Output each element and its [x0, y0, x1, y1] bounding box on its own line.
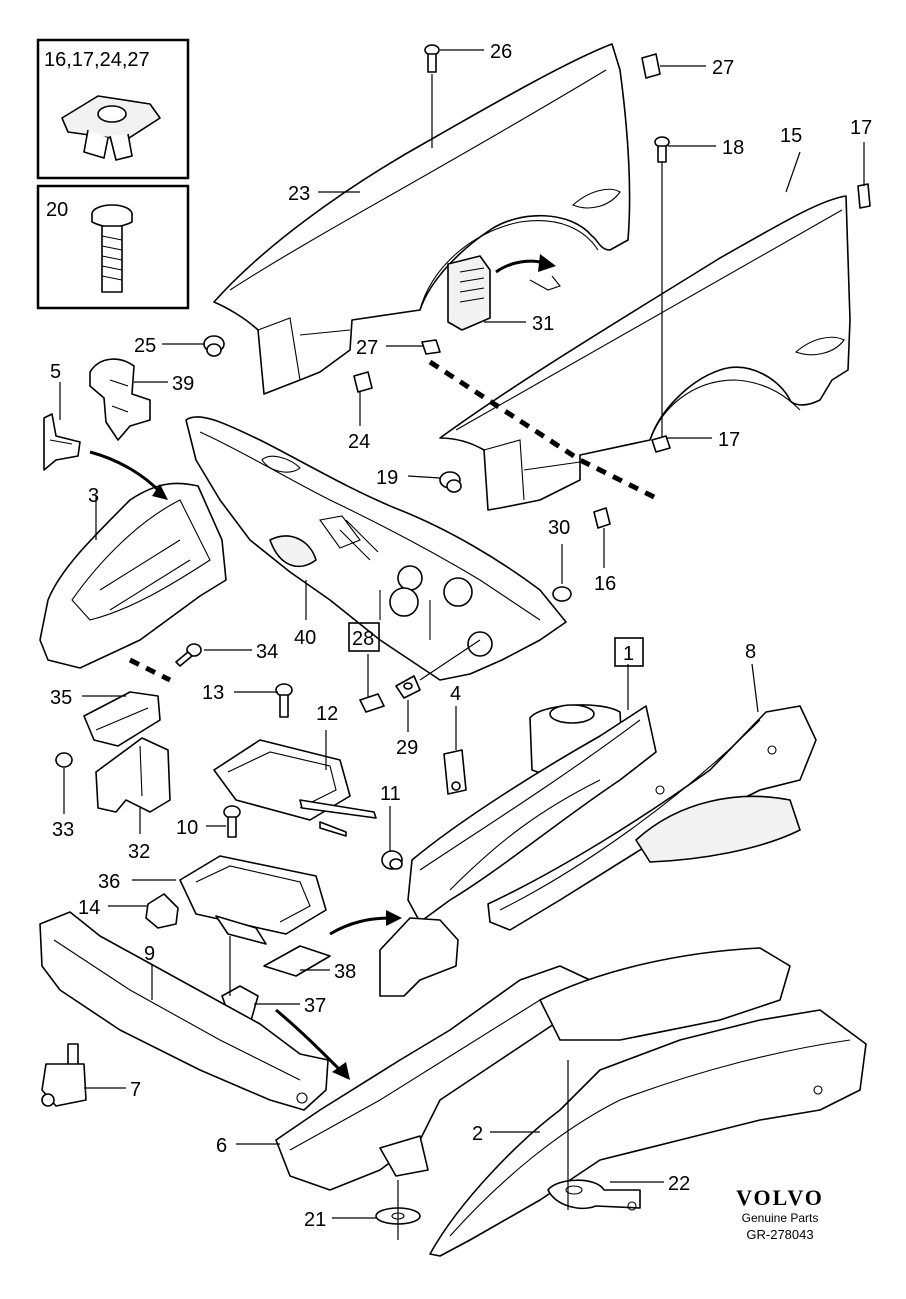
splash-shield: [39, 450, 227, 669]
callout-30: 30: [548, 517, 570, 539]
callout-3: 3: [88, 485, 99, 507]
callout-25: 25: [134, 335, 156, 357]
callout-27: 27: [712, 57, 734, 79]
bolt-10: [223, 805, 241, 838]
callout-17: 17: [850, 117, 872, 139]
grommet-19: [439, 471, 462, 493]
callout-32: 32: [128, 841, 150, 863]
callout-22: 22: [668, 1173, 690, 1195]
bracket-35: [83, 691, 161, 747]
callout-8: 8: [745, 641, 756, 663]
callout-4: 4: [450, 683, 461, 705]
callout-37: 37: [304, 995, 326, 1017]
callout-36: 36: [98, 871, 120, 893]
bolt-18: [654, 136, 670, 163]
front-wing-right: [439, 195, 851, 511]
side-member-8: [487, 705, 817, 931]
brand-block: VOLVO Genuine Parts GR-278043: [724, 1186, 836, 1244]
callout-31: 31: [532, 313, 554, 335]
bracket-5: [43, 413, 81, 471]
callout-34: 34: [256, 641, 278, 663]
callout-18: 18: [722, 137, 744, 159]
clip-17-top: [857, 183, 871, 209]
callout-labels: 26 27 18 15 17 23 31 25 27 5 39 24 17 19…: [50, 41, 872, 1231]
volvo-logo: VOLVO: [736, 1185, 824, 1210]
nut-30: [552, 586, 572, 602]
callout-21: 21: [304, 1209, 326, 1231]
callout-10: 10: [176, 817, 198, 839]
callout-14: 14: [78, 897, 100, 919]
callout-16: 16: [594, 573, 616, 595]
callout-1: 1: [623, 643, 634, 665]
callout-29: 29: [396, 737, 418, 759]
blanking-plug-29: [359, 639, 481, 713]
callout-19: 19: [376, 467, 398, 489]
clip-17-mid: [651, 435, 671, 453]
side-member-2: [429, 947, 867, 1257]
bolt-13: [275, 683, 293, 718]
bracket-31: [447, 254, 556, 331]
callout-15: 15: [780, 125, 802, 147]
callout-39: 39: [172, 373, 194, 395]
bolt-34: [175, 643, 202, 667]
callout-28: 28: [352, 628, 374, 650]
jack-plate-12: [213, 739, 377, 837]
inset-label-clip: 16,17,24,27: [44, 49, 150, 71]
callout-9: 9: [144, 943, 155, 965]
reinforcement-22: [547, 1179, 641, 1211]
leader-lines: [59, 49, 865, 1240]
callout-40: 40: [294, 627, 316, 649]
bracket-4: [443, 749, 467, 795]
bolt-illustration: [91, 204, 133, 293]
dashed-alignment-lines: [128, 359, 662, 683]
front-lower-extension: [329, 910, 459, 997]
side-member-1: [407, 705, 657, 923]
inset-box-bolt: 20: [36, 184, 190, 310]
callout-13: 13: [202, 682, 224, 704]
bracket-32: [95, 737, 171, 813]
callout-5: 5: [50, 361, 61, 383]
callout-38: 38: [334, 961, 356, 983]
grommet-25: [203, 335, 225, 357]
bracket-7: [41, 1043, 87, 1107]
grommet-11: [381, 850, 403, 870]
bracket-14: [145, 893, 179, 929]
callout-12: 12: [316, 703, 338, 725]
diagram-code: GR-278043: [746, 1227, 814, 1242]
callout-23: 23: [288, 183, 310, 205]
callout-35: 35: [50, 687, 72, 709]
clip-24: [353, 371, 373, 393]
callout-7: 7: [130, 1079, 141, 1101]
cross-member-9: [39, 911, 329, 1111]
inset-box-clip: 16,17,24,27: [36, 38, 190, 180]
jack-plate-36: [179, 855, 327, 945]
callout-6: 6: [216, 1135, 227, 1157]
callout-27b: 27: [356, 337, 378, 359]
clip-16: [593, 507, 611, 529]
inset-label-bolt: 20: [46, 199, 68, 221]
callout-33: 33: [52, 819, 74, 841]
callout-26: 26: [490, 41, 512, 63]
bracket-39: [89, 358, 151, 441]
plate-38: [263, 945, 331, 977]
front-wing-left: [213, 43, 631, 395]
callout-24: 24: [348, 431, 370, 453]
spring-nut-clip-illustration: [61, 95, 161, 161]
brand-tagline: Genuine Parts: [741, 1211, 819, 1225]
callout-11: 11: [380, 783, 401, 805]
bolt-26: [424, 44, 440, 73]
nut-33: [55, 752, 73, 768]
clip-27-mid: [421, 339, 441, 355]
bulkhead-40: [185, 416, 567, 681]
clip-27-top: [641, 53, 661, 79]
callout-17b: 17: [718, 429, 740, 451]
callout-2: 2: [472, 1123, 483, 1145]
